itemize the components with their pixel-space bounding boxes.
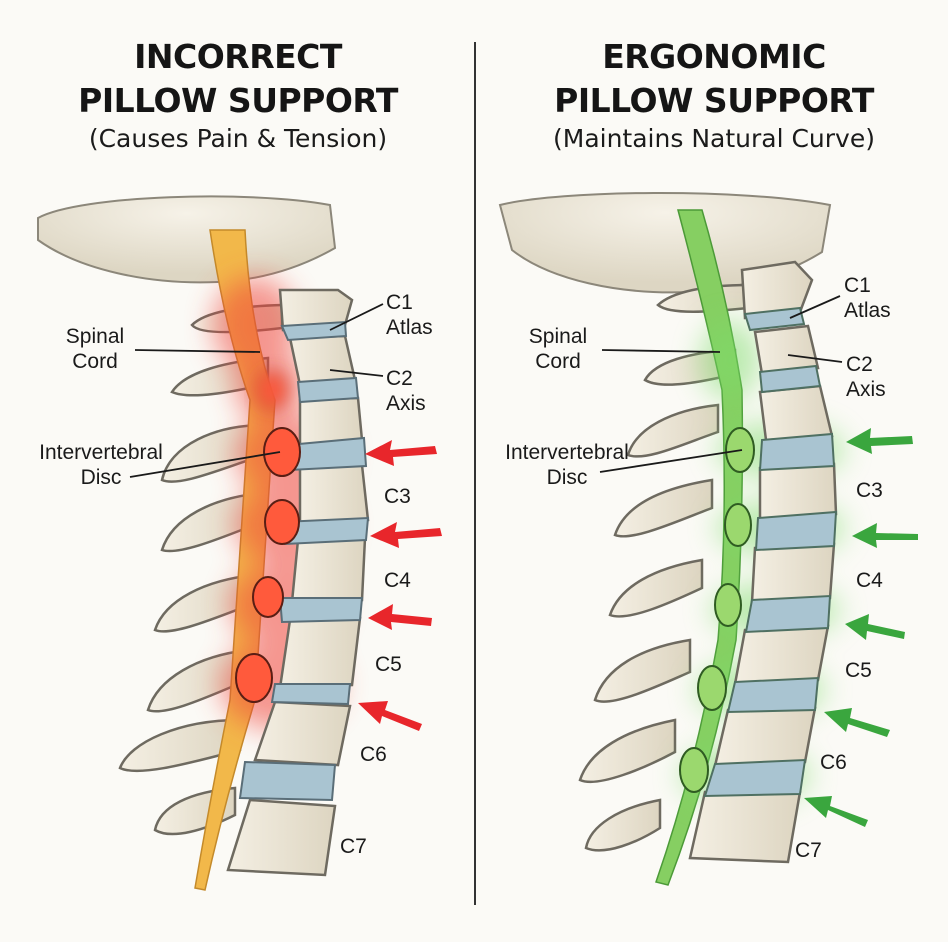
right-label-c5: C5 <box>845 659 872 682</box>
left-disc-hotspots <box>235 371 301 703</box>
right-label-disc-line1: Intervertebral <box>505 441 629 464</box>
left-label-atlas: Atlas <box>386 316 433 339</box>
right-label-c2: C2 <box>846 353 873 376</box>
right-label-c3: C3 <box>856 479 883 502</box>
left-pressure-arrows <box>358 440 442 731</box>
left-label-c3: C3 <box>384 485 411 508</box>
left-leader-lines <box>129 303 384 478</box>
right-label-c1-atlas: C1 Atlas <box>844 273 891 323</box>
left-title-line2: PILLOW SUPPORT <box>78 81 398 120</box>
right-panel-title: ERGONOMIC PILLOW SUPPORT <box>484 35 944 123</box>
left-panel-subtitle: (Causes Pain & Tension) <box>88 124 388 153</box>
right-label-disc-line2: Disc <box>546 466 588 489</box>
left-skull <box>37 195 337 284</box>
right-title-line1: ERGONOMIC <box>602 37 826 76</box>
right-label-atlas: Atlas <box>844 299 891 322</box>
right-label-c1: C1 <box>844 274 871 297</box>
right-leader-lines <box>599 295 843 473</box>
left-label-c5: C5 <box>375 653 402 676</box>
left-label-disc-line1: Intervertebral <box>39 441 163 464</box>
right-label-spinal-cord-line2: Cord <box>535 350 581 373</box>
right-label-c4: C4 <box>856 569 883 592</box>
right-vertebral-bodies <box>688 260 838 864</box>
left-label-spinal-cord-line2: Cord <box>72 350 118 373</box>
left-title-line1: INCORRECT <box>134 37 342 76</box>
left-discs <box>238 320 370 802</box>
right-healthy-nuclei <box>679 427 755 793</box>
left-label-c1: C1 <box>386 291 413 314</box>
right-label-c7: C7 <box>795 839 822 862</box>
left-label-axis: Axis <box>386 392 426 415</box>
left-label-disc-line2: Disc <box>80 466 122 489</box>
left-label-c1-atlas: C1 Atlas <box>386 290 433 340</box>
left-label-c6: C6 <box>360 743 387 766</box>
left-label-c2: C2 <box>386 367 413 390</box>
right-label-c2-axis: C2 Axis <box>846 352 886 402</box>
left-label-spinal-cord-line1: Spinal <box>65 325 125 348</box>
right-spine <box>498 191 918 886</box>
left-label-c7: C7 <box>340 835 367 858</box>
left-label-c4: C4 <box>384 569 411 592</box>
right-discs <box>703 306 838 798</box>
right-label-spinal-cord-line1: Spinal <box>528 325 588 348</box>
right-label-c6: C6 <box>820 751 847 774</box>
right-title-line2: PILLOW SUPPORT <box>554 81 874 120</box>
right-label-axis: Axis <box>846 378 886 401</box>
left-label-c2-axis: C2 Axis <box>386 366 426 416</box>
right-label-spinal-cord: Spinal Cord <box>518 324 598 374</box>
right-label-intervertebral-disc: Intervertebral Disc <box>486 440 648 490</box>
left-spine <box>37 195 442 891</box>
left-vertebral-bodies <box>226 288 370 877</box>
left-panel-title: INCORRECT PILLOW SUPPORT <box>8 35 468 123</box>
right-panel-subtitle: (Maintains Natural Curve) <box>553 124 875 153</box>
right-support-arrows <box>804 428 918 827</box>
left-label-spinal-cord: Spinal Cord <box>55 324 135 374</box>
left-label-intervertebral-disc: Intervertebral Disc <box>20 440 182 490</box>
